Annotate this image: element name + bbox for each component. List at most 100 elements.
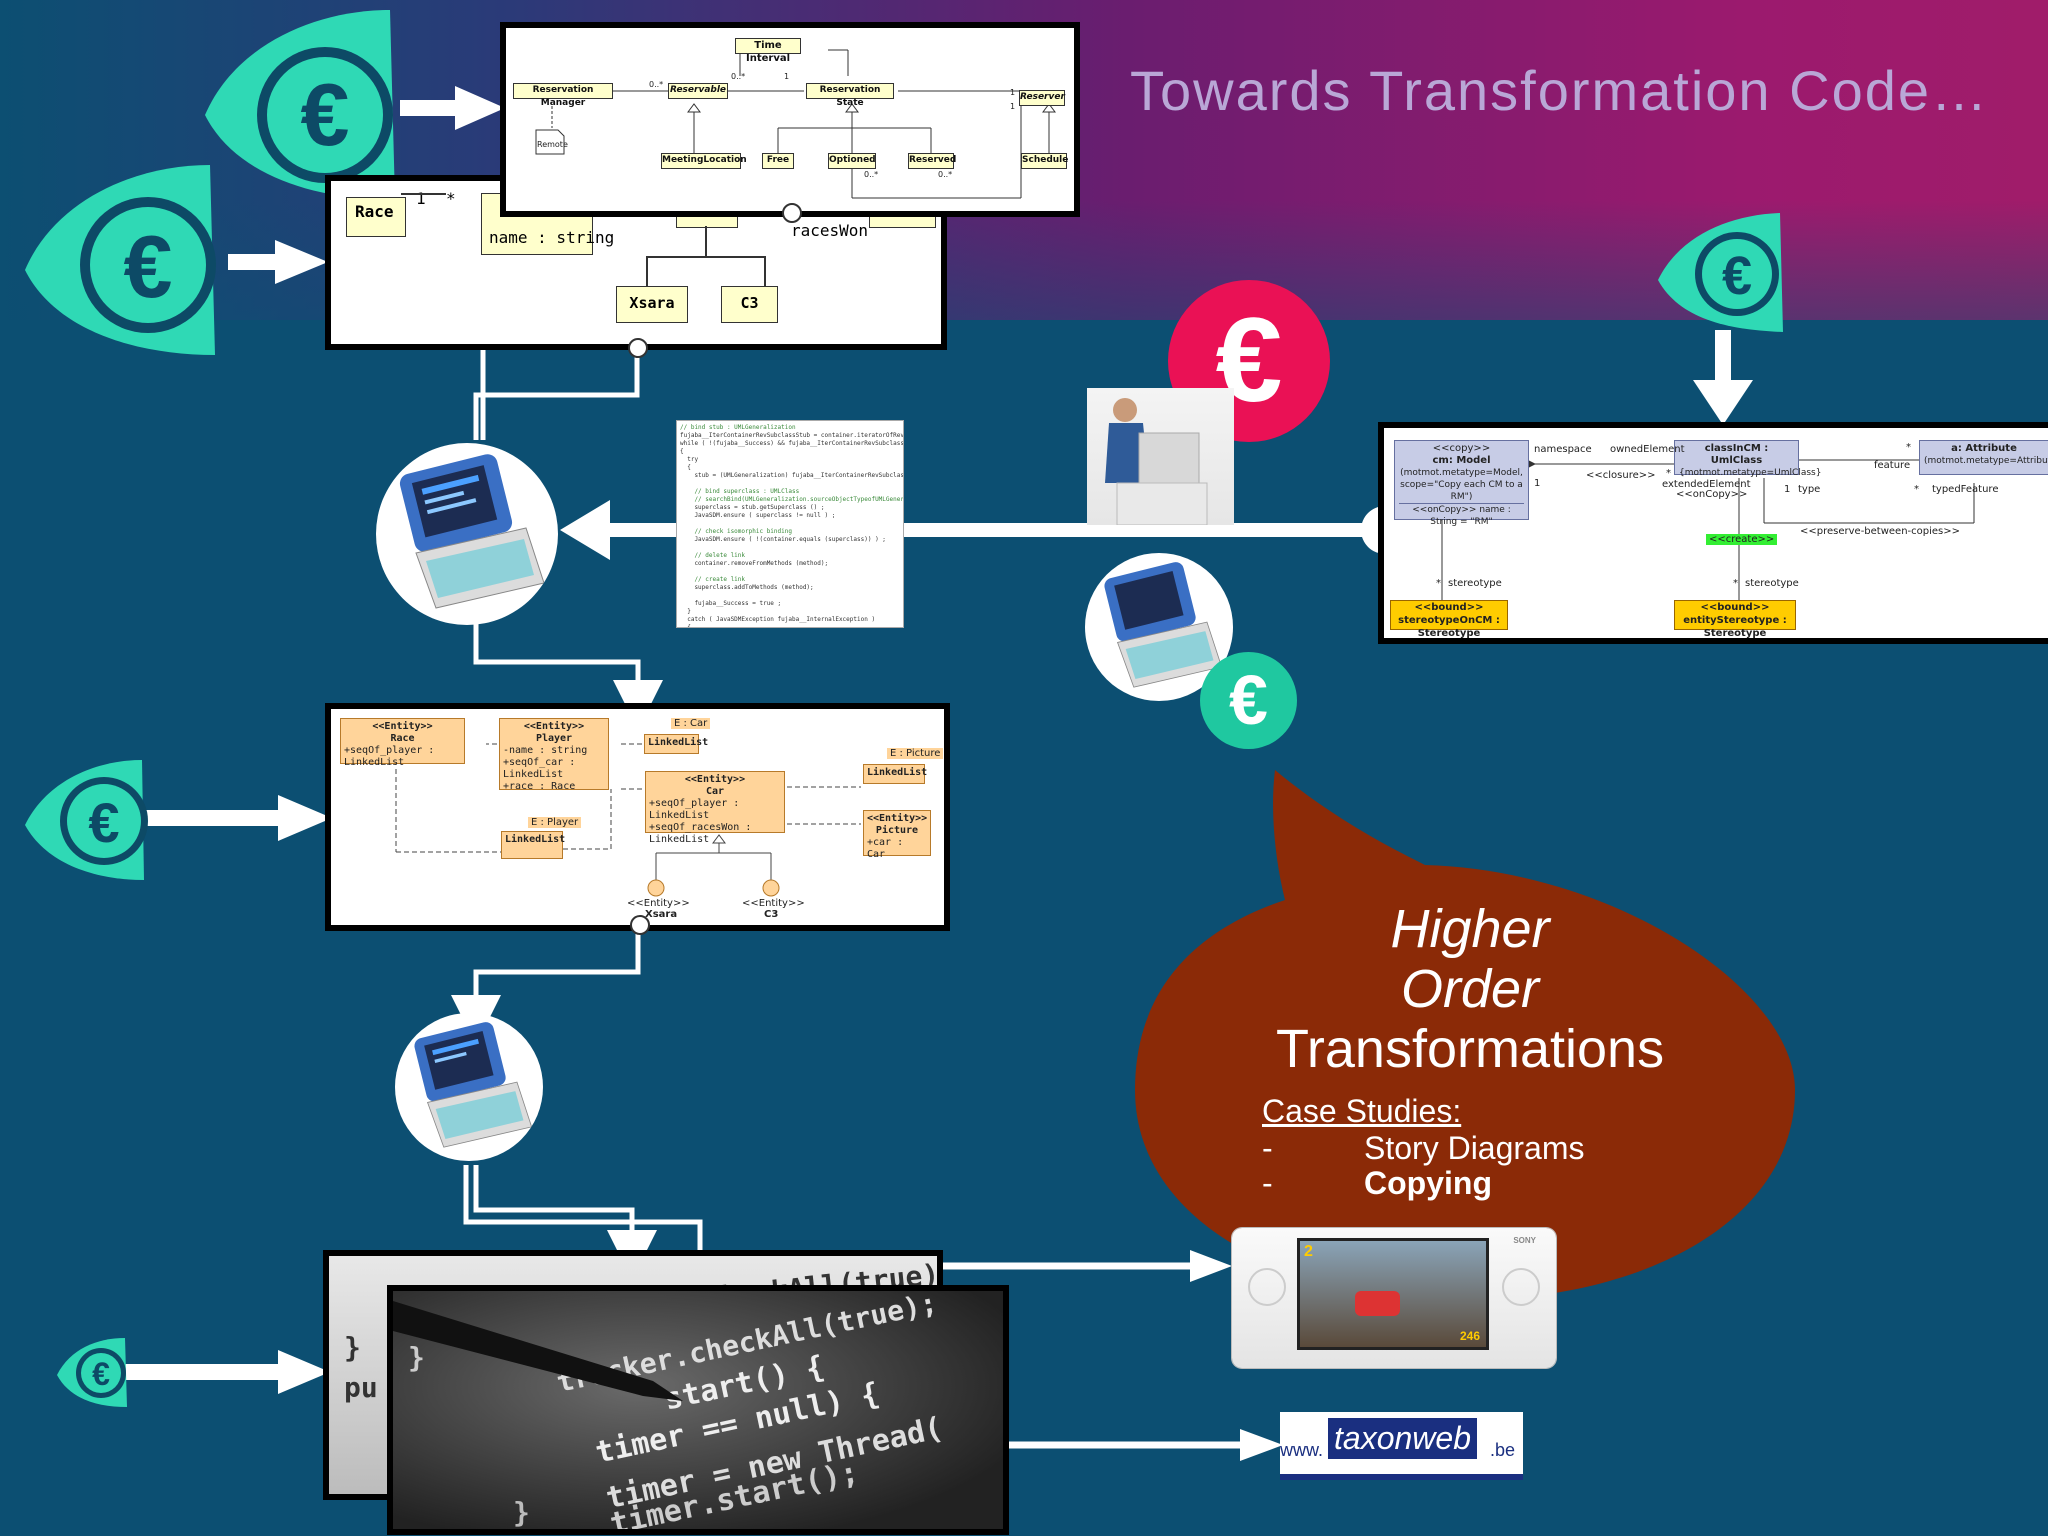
entity-player-attr: +race : Race: [503, 781, 576, 792]
code-line: [680, 568, 900, 576]
c3-label: C3: [764, 909, 779, 920]
label-star-3: *: [1914, 484, 1919, 495]
reservation-class-diagram: Time Interval Reservation Manager Reserv…: [500, 22, 1080, 217]
entity-player: <<Entity>> Player -name : string +seqOf_…: [499, 718, 609, 792]
label-one-2: 1: [1784, 484, 1791, 495]
reservation-lines: [535, 49, 1056, 199]
taxonweb-name: taxonweb: [1328, 1418, 1477, 1459]
mult-many-3: 0..*: [864, 170, 879, 179]
code-line: // delete link: [680, 552, 746, 559]
stereotype-on-cm-name: stereotypeOnCM : Stereotype: [1398, 615, 1500, 639]
c3-stereotype: <<Entity>>: [742, 898, 805, 909]
to-psp-arrowhead: [1190, 1250, 1232, 1282]
label-star-5: *: [1733, 578, 1738, 589]
attribute-name: a: Attribute: [1951, 443, 2017, 454]
case-study-story-diagrams: Story Diagrams: [1364, 1130, 1585, 1166]
race-name-attr: name : string: [489, 228, 615, 247]
code-line: JavaSDM.ensure ( superclass != null ) ;: [680, 512, 836, 519]
linkedlist-player: LinkedList: [501, 831, 565, 859]
code-line: [680, 592, 900, 600]
code-line: try: [680, 456, 699, 463]
eye-to-copy-arrowhead: [1693, 380, 1753, 425]
class-reservable: Reservable: [668, 83, 728, 99]
label-star-1: *: [1666, 468, 1671, 479]
class-free: Free: [762, 153, 794, 169]
taxonweb-www: www.: [1280, 1440, 1324, 1460]
svg-text:€: €: [124, 217, 173, 316]
euro-eye-icon-5: €: [1658, 213, 1783, 332]
psp-screen: 2 246: [1297, 1238, 1489, 1350]
psp-screen-speed: 246: [1459, 1329, 1480, 1343]
label-namespace: namespace: [1534, 444, 1592, 455]
code-line: [680, 480, 900, 488]
code-line: {: [680, 464, 691, 471]
taxonweb-tld: .be: [1490, 1440, 1516, 1460]
bound-stereo-2: <<bound>>: [1700, 602, 1770, 613]
label-stereotype-1: stereotype: [1448, 578, 1502, 589]
class-schedule: Schedule: [1021, 153, 1068, 169]
xsara-label: Xsara: [645, 909, 678, 920]
copy-stereotype: <<copy>>: [1432, 443, 1491, 454]
code-line: [680, 520, 900, 528]
class-remote: Remote: [537, 140, 568, 149]
entity-diagram-connector-dot: [630, 915, 650, 935]
label-stereotype-2: stereotype: [1745, 578, 1799, 589]
class-meeting-location: MeetingLocation: [661, 153, 747, 169]
eye4-arrowhead: [278, 1350, 330, 1394]
euro-eye-icon-2: €: [25, 165, 216, 355]
code-line: container.removeFromMethods (method);: [680, 560, 829, 567]
entity-player-name: Player: [535, 733, 573, 744]
copy-to-device-arrowhead: [560, 500, 610, 560]
entity-stereotype-node: <<bound>> entityStereotype : Stereotype: [1674, 600, 1796, 639]
copy-model-node: <<copy>> cm: Model (motmot.metatype=Mode…: [1394, 440, 1529, 527]
case-study-copying: Copying: [1364, 1165, 1492, 1201]
flow-line-2: [473, 620, 663, 730]
entity-picture: <<Entity>> Picture +car : Car: [863, 810, 931, 860]
euro-eye-icon-1: €: [205, 10, 395, 200]
psp-brand: SONY: [1513, 1236, 1536, 1245]
code-line: JavaSDM.ensure ( !(container.equals (sup…: [680, 536, 886, 543]
flow-line-4: [473, 1165, 657, 1280]
entity-race-attr: +seqOf_player : LinkedList: [344, 745, 435, 768]
euro-coin-icon-green: €: [1200, 652, 1297, 749]
entity-car-stereotype: <<Entity>>: [684, 774, 746, 785]
case-studies-heading: Case Studies:: [1262, 1093, 1462, 1129]
psp-screen-counter: 2: [1304, 1243, 1313, 1260]
entity-race-stereotype: <<Entity>>: [372, 721, 433, 732]
class-reserver: Reserver: [1019, 90, 1065, 106]
code-line: superclass = stub.getSuperclass () ;: [680, 504, 825, 511]
svg-text:€: €: [88, 791, 119, 854]
class-in-cm-name: classInCM : UmlClass: [1704, 443, 1769, 466]
class-in-cm-node: classInCM : UmlClass {motmot.metatype=Um…: [1674, 440, 1821, 478]
entity-lines: [395, 743, 861, 897]
label-create: <<create>>: [1706, 534, 1778, 545]
code-line: fujaba__Success = true ;: [680, 600, 782, 607]
entity-race: <<Entity>> Race +seqOf_player : LinkedLi…: [340, 718, 465, 768]
psp-dpad: [1248, 1268, 1286, 1306]
taxonweb-logo: www. taxonweb .be: [1280, 1412, 1523, 1480]
code-line: }: [680, 608, 691, 615]
label-star-4: *: [1436, 578, 1441, 589]
race-mult-star: *: [446, 189, 456, 208]
race-assoc-line: [401, 193, 446, 195]
code-line: while ( !(fujaba__Success) && fujaba__It…: [680, 440, 904, 447]
top-diagram-connector-dot: [782, 203, 802, 223]
code-line: catch ( JavaSDMException fujaba__Interna…: [680, 616, 876, 623]
svg-text:€: €: [301, 65, 350, 164]
c3-class: C3: [721, 286, 778, 323]
mult-many-4: 0..*: [938, 170, 953, 179]
pen-shape: [393, 1301, 683, 1401]
mult-many-1: 0..*: [649, 80, 664, 89]
man-computer-illustration: [1105, 398, 1208, 525]
svg-text:€: €: [1722, 246, 1752, 306]
class-time-interval: Time Interval: [735, 38, 801, 64]
copy-model-name: cm: Model: [1432, 455, 1491, 466]
case-study-bullet-1: -: [1262, 1130, 1273, 1166]
psp-action-buttons: [1502, 1268, 1540, 1306]
handheld-device-icon: [399, 454, 545, 609]
code-line: superclass.addToMethods (method);: [680, 584, 814, 591]
label-feature: feature: [1874, 460, 1911, 471]
handheld-device-1: [376, 443, 558, 625]
